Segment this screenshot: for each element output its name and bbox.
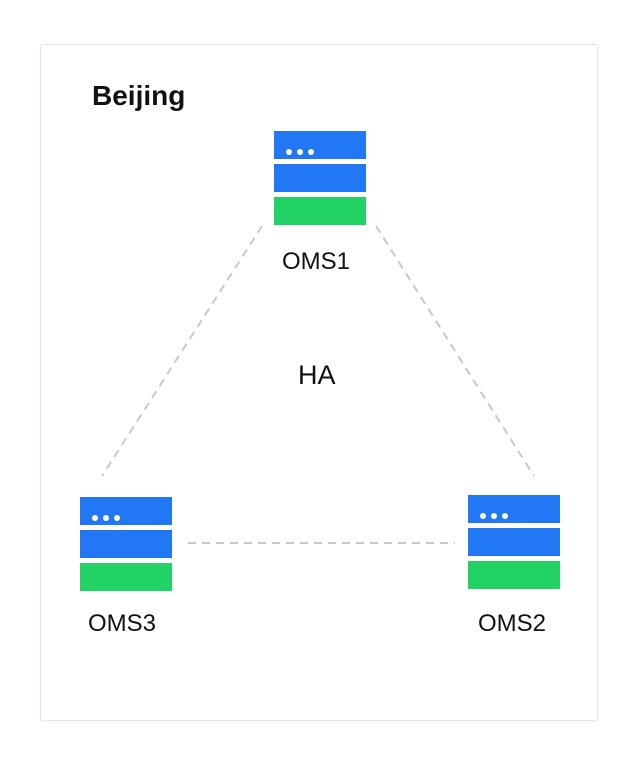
server-slab-top xyxy=(80,497,172,525)
link-oms1-oms3 xyxy=(101,225,263,477)
status-dots-icon xyxy=(480,506,513,524)
server-slab-middle xyxy=(274,164,366,192)
server-slab-top xyxy=(274,131,366,159)
oms2-server-icon xyxy=(468,495,560,589)
oms2-label: OMS2 xyxy=(478,610,547,637)
oms1-server-icon xyxy=(274,131,366,225)
oms3-label: OMS3 xyxy=(88,610,157,637)
link-oms1-oms2 xyxy=(375,225,535,477)
server-slab-middle xyxy=(80,530,172,558)
status-dots-icon xyxy=(286,142,319,160)
server-slab-bottom xyxy=(80,563,172,591)
oms1-label: OMS1 xyxy=(282,248,351,275)
server-slab-top xyxy=(468,495,560,523)
region-title: Beijing xyxy=(92,80,186,111)
ha-label: HA xyxy=(298,360,336,390)
status-dots-icon xyxy=(92,508,125,526)
server-slab-bottom xyxy=(274,197,366,225)
server-slab-middle xyxy=(468,528,560,556)
oms3-server-icon xyxy=(80,497,172,591)
server-slab-bottom xyxy=(468,561,560,589)
